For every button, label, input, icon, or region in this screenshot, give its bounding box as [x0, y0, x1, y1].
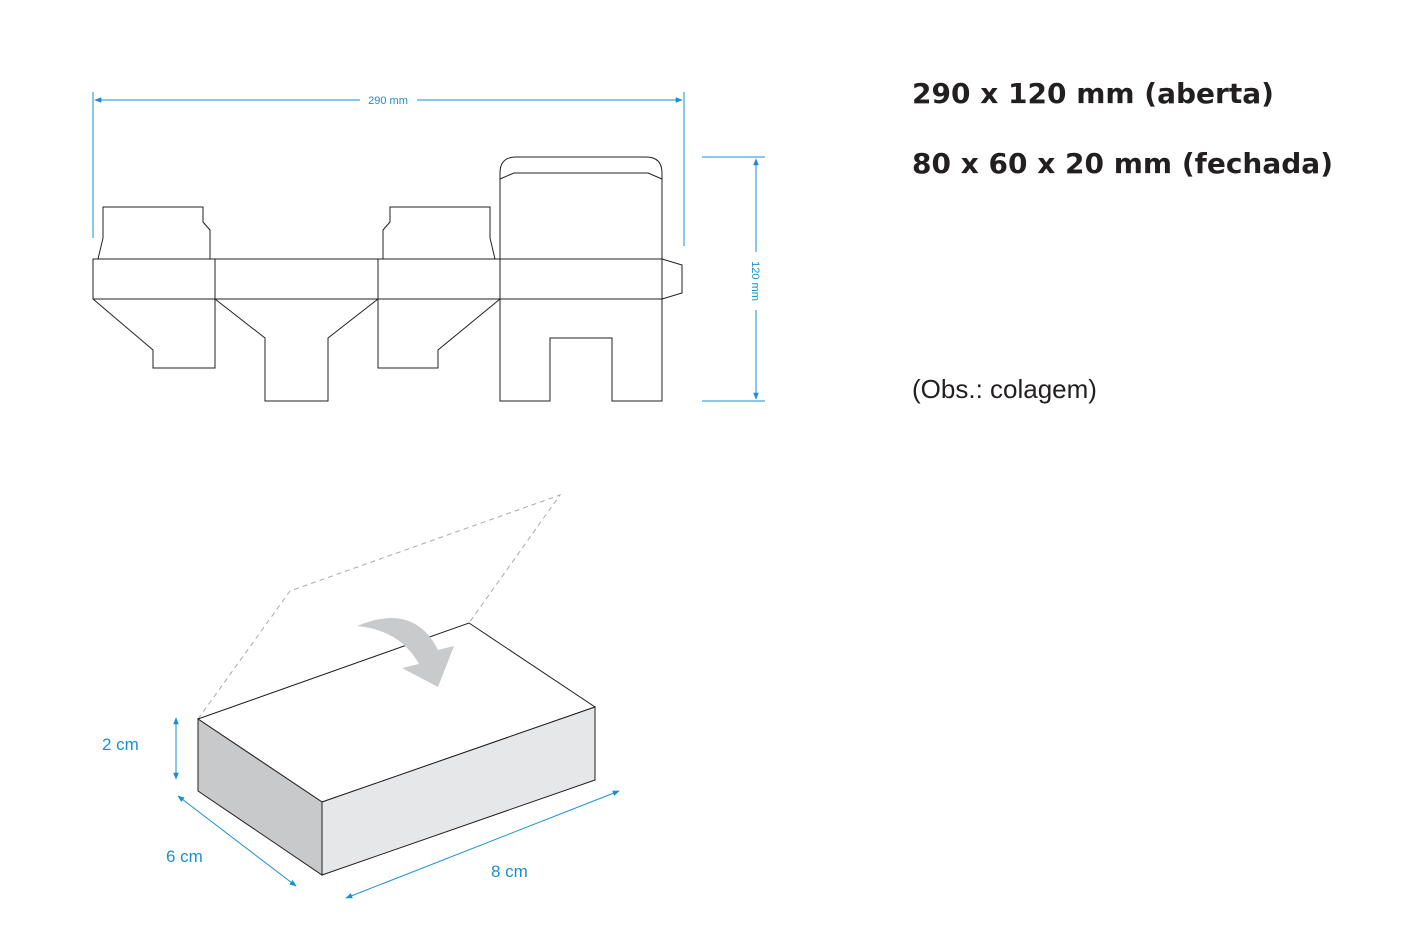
- glue-tab: [661, 258, 683, 300]
- top-flap-2: [382, 206, 496, 260]
- open-dimensions-text: 290 x 120 mm (aberta): [912, 77, 1274, 110]
- lid-panel: [499, 156, 663, 259]
- box-depth-label: 6 cm: [166, 847, 203, 866]
- dieline-dimensions: [92, 92, 765, 402]
- dieline-height-label: 120 mm: [749, 261, 761, 301]
- glue-note: (Obs.: colagem): [912, 374, 1097, 404]
- bottom-flap-4: [499, 299, 663, 402]
- box-dimensions: [173, 717, 620, 899]
- bottom-flap-3: [377, 298, 501, 369]
- open-lid-outline: [197, 493, 562, 720]
- box-length-label: 8 cm: [491, 862, 528, 881]
- dieline-width-label: 290 mm: [368, 95, 408, 107]
- box-3d: [196, 493, 597, 876]
- bottom-flap-2: [214, 298, 379, 402]
- dieline: [92, 156, 683, 402]
- closing-arrow-icon: [357, 618, 454, 687]
- box-height-label: 2 cm: [102, 735, 139, 754]
- closed-dimensions-text: 80 x 60 x 20 mm (fechada): [912, 147, 1333, 180]
- top-flap-1: [97, 206, 211, 260]
- bottom-flap-1: [92, 298, 216, 369]
